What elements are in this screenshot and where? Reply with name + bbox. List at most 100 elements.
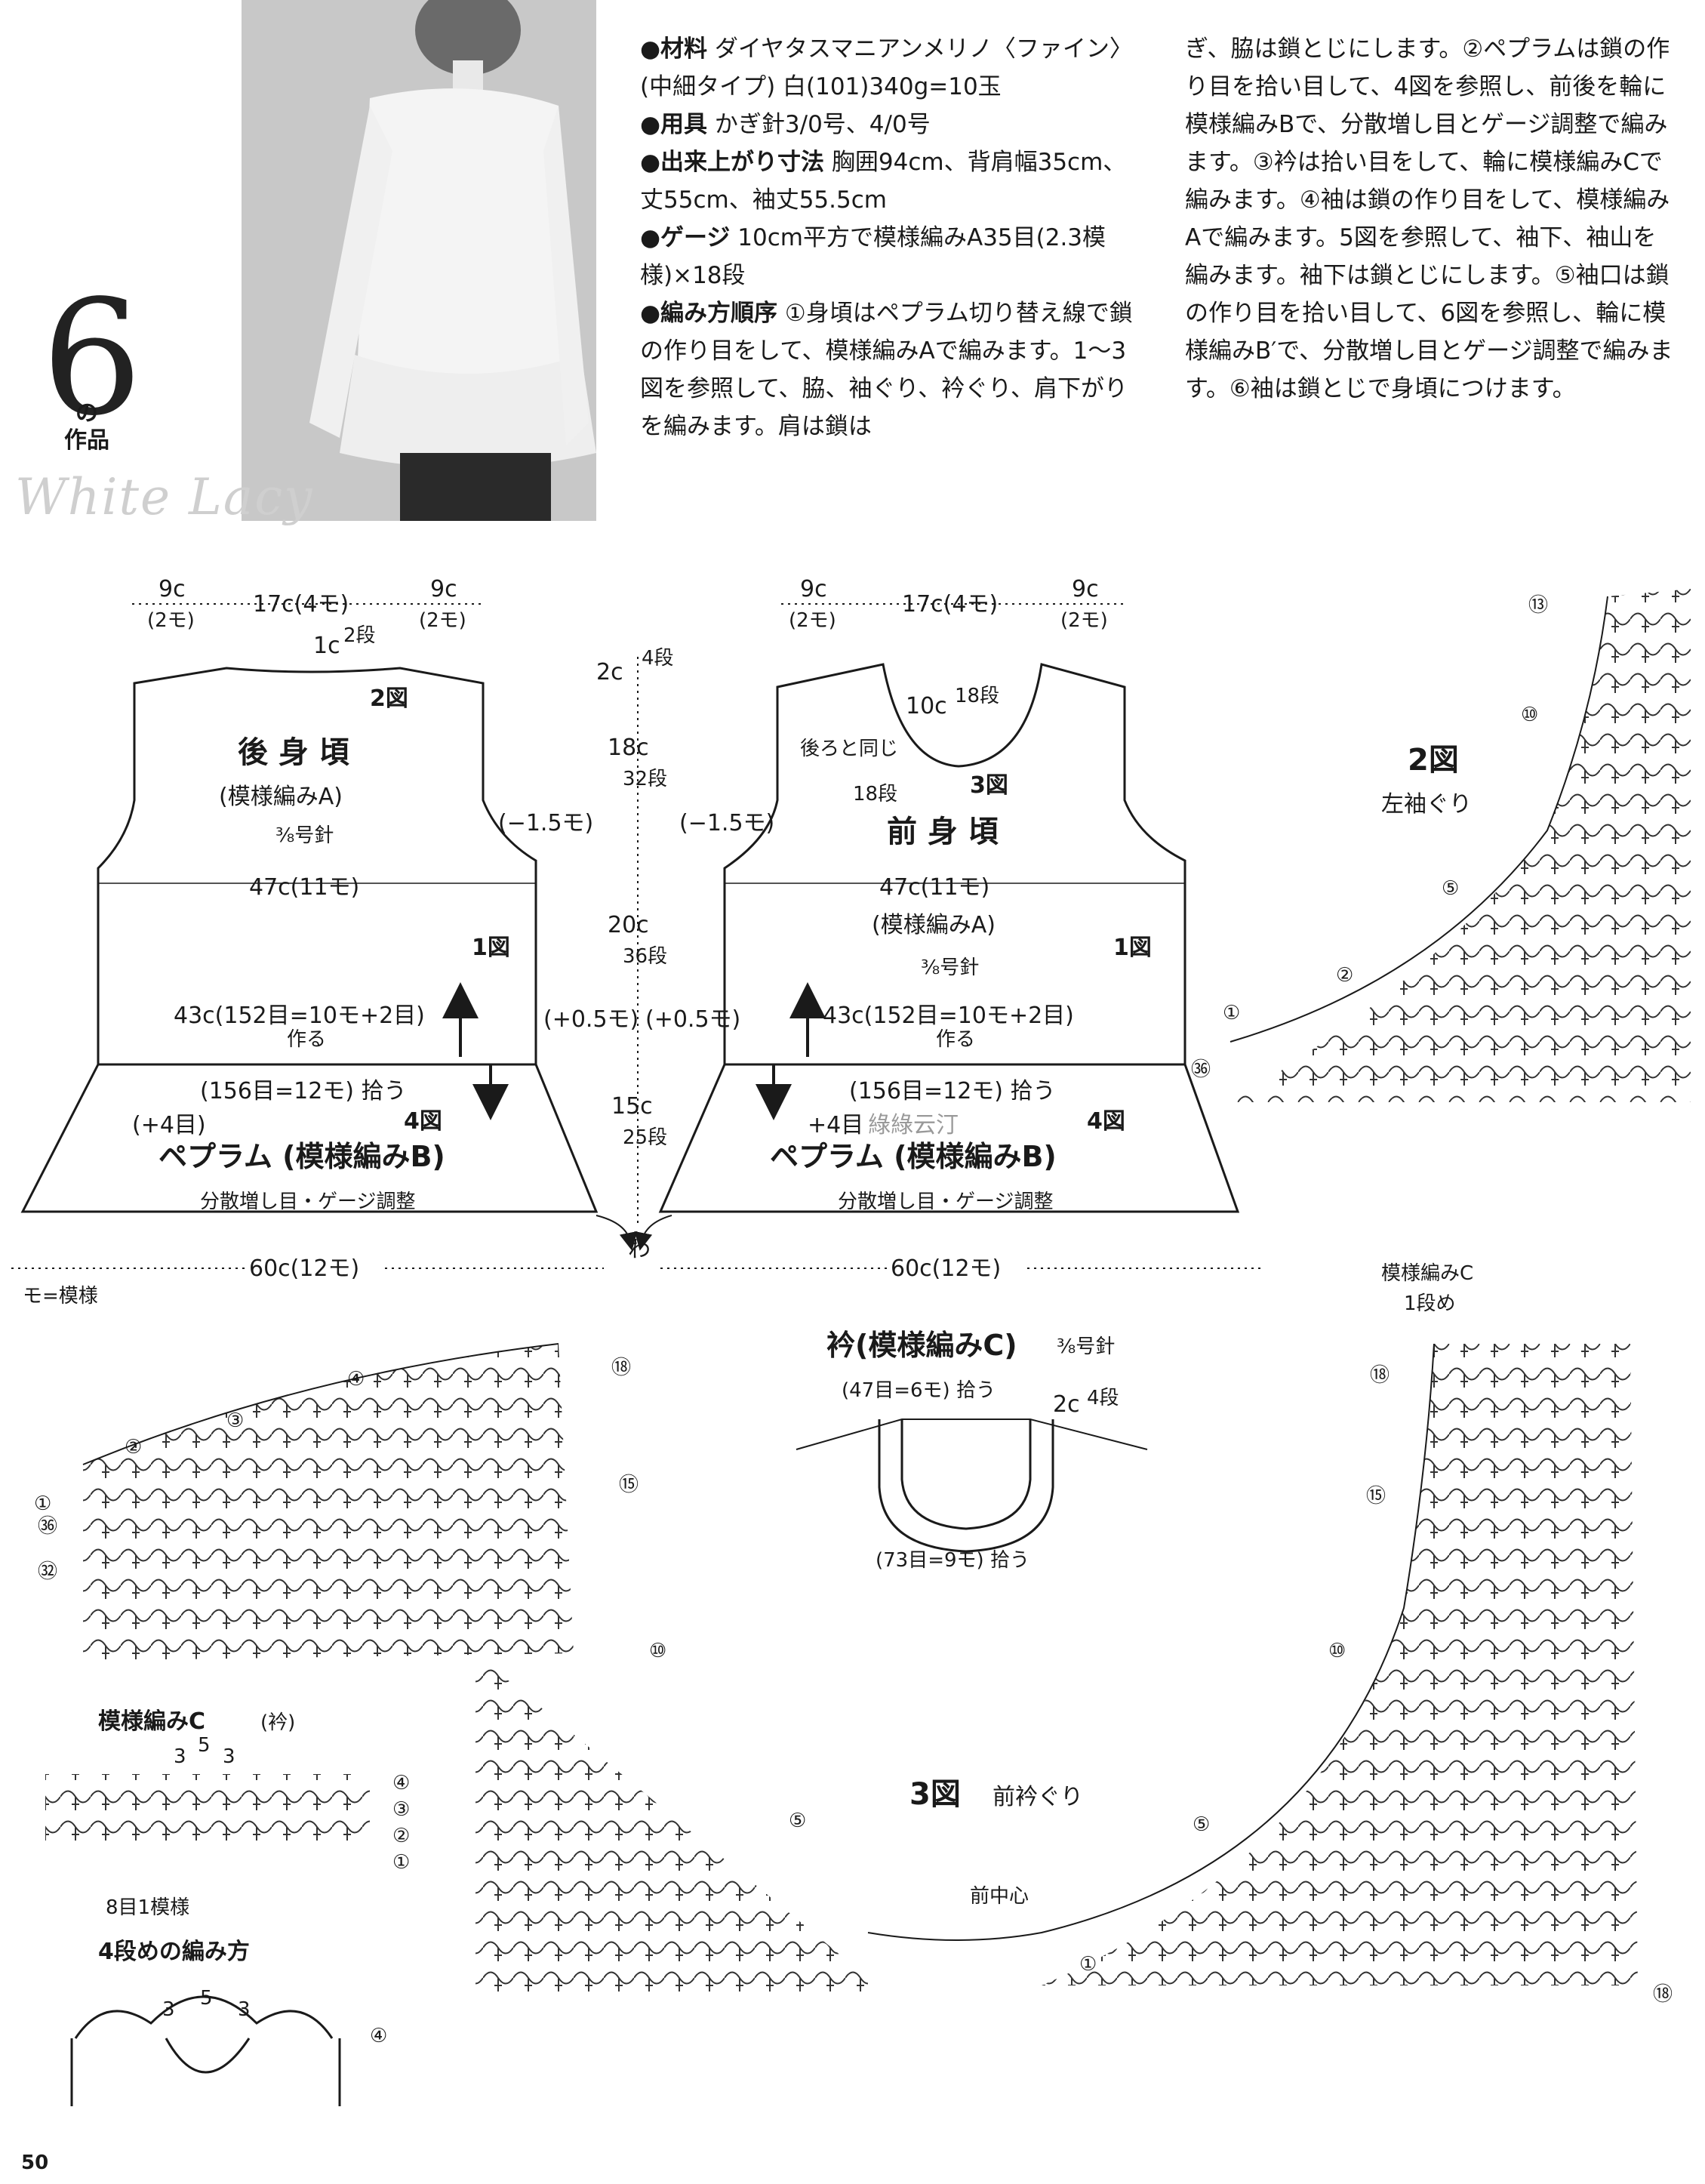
- image-watermark: 綠綠云汀: [868, 1112, 959, 1138]
- back-peplum-note: 分散増し目・ゲージ調整: [200, 1191, 415, 1213]
- front-fig3: 3図: [970, 772, 1008, 799]
- front-bodice-outline: [723, 663, 1186, 1066]
- armhole-mark-2: ②: [1336, 964, 1353, 987]
- front-neck-mark-10: ⑩: [1328, 1640, 1346, 1662]
- row4-chart: 4段めの編み方 3 5 3 ④: [70, 1939, 387, 2106]
- armhole-mark-5: ⑤: [1442, 877, 1459, 900]
- page-number: 50: [21, 2152, 49, 2174]
- front-neck-row1: 1段め: [1404, 1292, 1456, 1315]
- front-fig1: 1図: [1113, 935, 1152, 961]
- row4-title: 4段めの編み方: [98, 1939, 250, 1965]
- back-neck-mark-4: ④: [347, 1368, 365, 1391]
- back-peplum-outline: [20, 1063, 599, 1213]
- back-neck-chart: ④ ③ ② ① ㊱ ㉜ ⑱ ⑮ ⑩ ⑤: [34, 1343, 868, 1993]
- collar-diagram: 衿(模様編みC) ⅜号針 (47目=6モ) 拾う 2c 4段 (73目=9モ) …: [796, 1329, 1148, 1572]
- front-peplum: ペプラム (模様編みB): [770, 1140, 1057, 1173]
- armhole-edge: [1230, 596, 1608, 1043]
- row4-lower-loop: [165, 2038, 251, 2074]
- back-top-left-sub: (2モ): [147, 609, 195, 632]
- work-label-no: の: [75, 400, 98, 427]
- front-neck-mark-5: ⑤: [1193, 1813, 1210, 1836]
- back-neck-stitch-area: [83, 1344, 574, 1661]
- front-top-left: 9c: [800, 576, 827, 602]
- wa-arrow-right: [634, 1215, 672, 1251]
- front-width: 47c(11モ): [879, 874, 989, 901]
- armhole-title: 左袖ぐり: [1381, 791, 1472, 818]
- pattern-c-num-1: 3: [174, 1745, 186, 1768]
- back-neck-mark-36: ㊱: [38, 1515, 57, 1538]
- back-pickup: (156目=12モ) 拾う: [200, 1078, 407, 1104]
- instructions-column-2: ぎ、脇は鎖とじにします。②ペプラムは鎖の作り目を拾い目して、4図を参照し、前後を…: [1185, 30, 1676, 408]
- pattern-c-repeat: 8目1模様: [106, 1896, 189, 1919]
- back-top-left: 9c: [158, 576, 186, 602]
- back-width: 47c(11モ): [249, 874, 359, 901]
- pattern-c-row1: ①: [392, 1851, 410, 1874]
- front-start: 43c(152目=10モ+2目): [823, 1003, 1074, 1029]
- pattern-c-row3: ③: [392, 1798, 410, 1821]
- front-top-left-sub: (2モ): [789, 609, 836, 632]
- size-text: 胸囲94cm、背肩幅35cm、丈55cm、袖丈55.5cm: [640, 149, 1127, 214]
- back-neck-mark-2: ②: [125, 1436, 142, 1459]
- legend: モ=模様: [23, 1285, 98, 1308]
- front-start-sub: 作る: [936, 1028, 975, 1051]
- brand-watermark: White Lacy: [15, 468, 314, 526]
- row4-num-1: 3: [162, 1998, 175, 2021]
- work-label: の 作品: [53, 400, 121, 454]
- front-neck: 10c: [906, 693, 947, 719]
- instructions-column-1: ●材料 ダイヤタスマニアンメリノ〈ファイン〉(中細タイプ) 白(101)340g…: [640, 30, 1138, 445]
- back-bottom: 60c(12モ): [249, 1255, 359, 1282]
- back-neck-lower-area: [475, 1653, 868, 1993]
- back-bodice-outline: [97, 667, 537, 1066]
- collar-needle: ⅜号針: [1057, 1335, 1115, 1358]
- gauge: ●ゲージ 10cm平方で模様編みA35目(2.3模様)×18段: [640, 219, 1138, 294]
- back-neck-mark-15: ⑮: [619, 1474, 639, 1496]
- dim-b-rows: 32段: [623, 768, 667, 790]
- front-neck-title: 前衿ぐり: [993, 1784, 1083, 1810]
- front-neck-mark-18: ⑱: [1370, 1364, 1390, 1387]
- finished-size: ●出来上がり寸法 胸囲94cm、背肩幅35cm、丈55cm、袖丈55.5cm: [640, 143, 1138, 219]
- collar-inner: [900, 1419, 1032, 1530]
- back-neck-mark-10: ⑩: [649, 1640, 666, 1662]
- back-neck-mark-3: ③: [226, 1409, 244, 1432]
- armhole-mark-36: ㊱: [1191, 1058, 1211, 1081]
- back-start-sub: 作る: [287, 1028, 326, 1051]
- back-top-right: 9c: [430, 576, 457, 602]
- back-peplum: ペプラム (模様編みB): [158, 1140, 445, 1173]
- front-needle: ⅜号針: [921, 956, 979, 979]
- model-photo: [242, 0, 596, 521]
- back-inc: (+0.5モ): [543, 1006, 639, 1033]
- front-neck-right-area: [1042, 1344, 1638, 1985]
- back-neck-rows: 2段: [343, 624, 376, 647]
- back-neck-dim: 1c: [313, 633, 340, 659]
- dim-a: 2c: [596, 659, 623, 685]
- armhole-mark-13: ⑬: [1528, 594, 1548, 617]
- front-dec: (−1.5モ): [679, 810, 774, 836]
- front-fig4: 4図: [1087, 1108, 1125, 1135]
- front-neck-mark-15: ⑮: [1366, 1485, 1386, 1508]
- gauge-label: ●ゲージ: [640, 224, 731, 251]
- back-top-mid: 17c(4モ): [253, 591, 349, 618]
- armhole-fig: 2図: [1408, 743, 1459, 778]
- collar-pick-bottom: (73目=9モ) 拾う: [876, 1549, 1029, 1572]
- front-neck-chart: 模様編みC 1段め 3図 前衿ぐり 前中心 ⑱ ⑮ ⑩ ⑤ ① ⑱: [867, 1262, 1673, 2006]
- dim-wa: わ: [628, 1237, 651, 1263]
- front-title: 前 身 頃: [887, 815, 999, 849]
- collar-height-rows: 4段: [1087, 1387, 1119, 1409]
- collar-title: 衿(模様編みC): [826, 1329, 1017, 1362]
- collar-shoulder-line: [796, 1419, 1148, 1450]
- size-label: ●出来上がり寸法: [640, 149, 825, 176]
- dim-d: 15c: [611, 1093, 653, 1120]
- front-top-right: 9c: [1072, 576, 1099, 602]
- steps: ●編み方順序 ①身頃はペプラム切り替え線で鎖の作り目をして、模様編みAで編みます…: [640, 294, 1138, 445]
- front-neck-center: 前中心: [970, 1885, 1029, 1908]
- tools-label: ●用具: [640, 111, 708, 138]
- front-inc: (+0.5モ): [645, 1006, 740, 1033]
- front-neck-pattern-c: 模様編みC: [1381, 1262, 1473, 1285]
- dim-a-rows: 4段: [642, 647, 674, 670]
- back-neck-mark-5: ⑤: [789, 1810, 806, 1832]
- armhole-chart: 2図 左袖ぐり ⑬ ⑩ ⑤ ② ① ㊱: [1191, 589, 1691, 1102]
- steps-text-1: ①身頃はペプラム切り替え線で鎖の作り目をして、模様編みAで編みます。1～3図を参…: [640, 300, 1133, 440]
- back-neck-mark-32: ㉜: [38, 1560, 57, 1583]
- back-dec: (−1.5モ): [498, 810, 593, 836]
